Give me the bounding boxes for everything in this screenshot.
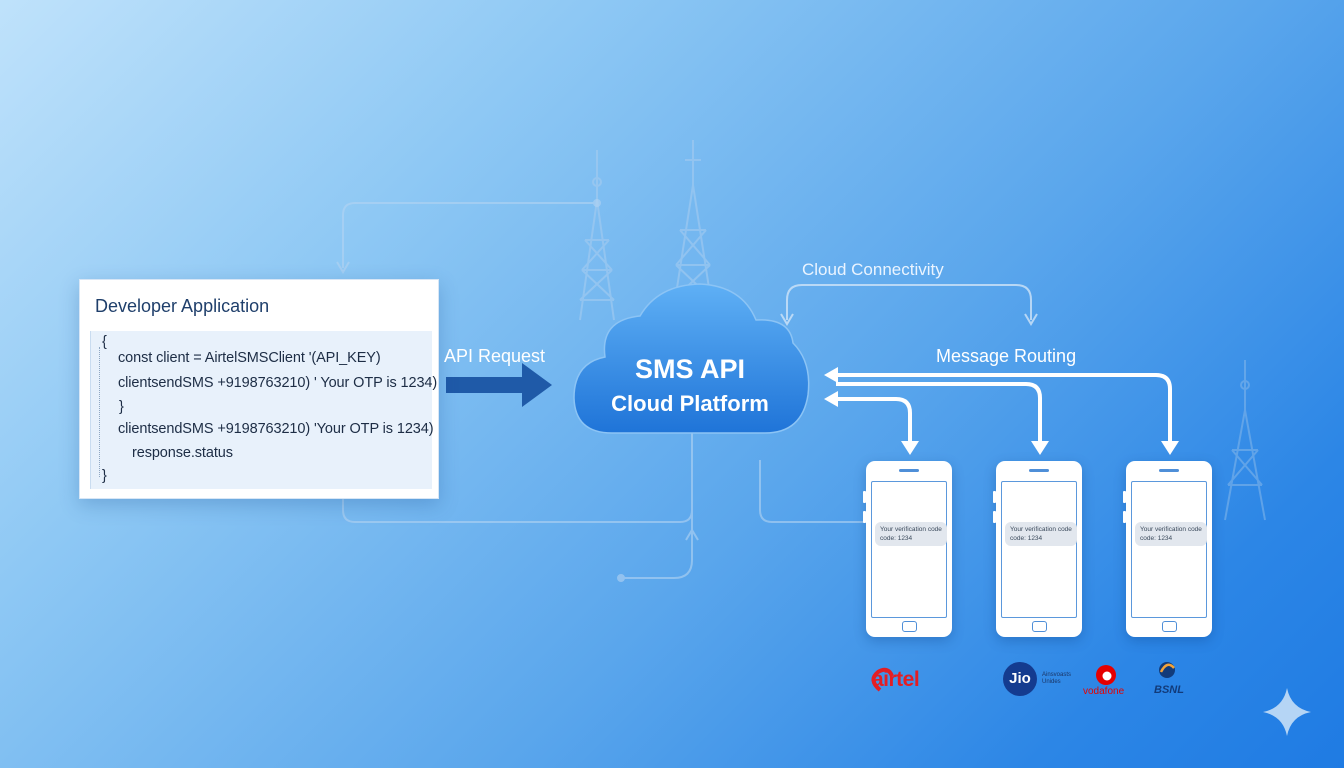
api-request-arrow bbox=[446, 363, 552, 407]
message-routing-arrows bbox=[836, 373, 1172, 442]
code-line: } bbox=[102, 468, 107, 484]
vodafone-logo bbox=[1096, 665, 1116, 685]
phone-screen: Your verification code code: 1234 bbox=[1131, 481, 1207, 618]
code-line: } bbox=[119, 399, 124, 415]
phone-home-button bbox=[1032, 621, 1047, 632]
phone-home-button bbox=[902, 621, 917, 632]
code-gutter bbox=[99, 347, 101, 477]
phone-screen: Your verification code code: 1234 bbox=[871, 481, 947, 618]
smartphone-icon: Your verification code code: 1234 bbox=[993, 461, 1082, 637]
vodafone-wordmark: vodafone bbox=[1083, 686, 1125, 697]
phone-speaker bbox=[1029, 469, 1049, 472]
developer-application-title: Developer Application bbox=[95, 296, 270, 316]
jio-tagline: Ainsvoasts Unides bbox=[1042, 672, 1072, 685]
cell-tower-icon bbox=[1224, 360, 1266, 521]
airtel-wordmark: airtel bbox=[872, 668, 920, 691]
cloud-connectivity-label: Cloud Connectivity bbox=[802, 260, 944, 279]
cloud-connectivity-arc bbox=[780, 284, 1038, 326]
smartphone-icon: Your verification code code: 1234 bbox=[863, 461, 952, 637]
code-block: { const client = AirtelSMSClient '(API_K… bbox=[90, 331, 437, 489]
sms-bubble: Your verification code code: 1234 bbox=[875, 522, 947, 546]
developer-application-card: Developer Application { const client = A… bbox=[79, 279, 439, 499]
airtel-logo bbox=[871, 667, 894, 692]
phone-side-button bbox=[863, 491, 866, 503]
cloud-title: SMS API bbox=[634, 354, 746, 384]
api-request-label: API Request bbox=[444, 346, 546, 366]
jio-logo: Jio bbox=[1003, 662, 1037, 696]
connector-lines bbox=[336, 199, 866, 582]
bsnl-logo bbox=[1159, 662, 1175, 678]
smartphone-icon: Your verification code code: 1234 bbox=[1123, 461, 1212, 637]
phone-side-button bbox=[993, 491, 996, 503]
phone-side-button bbox=[993, 511, 996, 523]
code-line: clientsendSMS +919876321​0) ' Your OTP i… bbox=[118, 375, 438, 391]
cell-tower-icon bbox=[579, 150, 615, 321]
bsnl-wordmark: BSNL bbox=[1154, 684, 1184, 696]
message-routing-label: Message Routing bbox=[936, 346, 1077, 366]
sms-bubble: Your verification code code: 1234 bbox=[1135, 522, 1207, 546]
code-line: response.status bbox=[132, 445, 233, 461]
code-line: clientsendSMS +9198763210) 'Your OTP is … bbox=[118, 421, 434, 437]
phone-speaker bbox=[899, 469, 919, 472]
code-line: const client = AirtelSMSClient '(API_KEY… bbox=[118, 350, 381, 366]
phone-speaker bbox=[1159, 469, 1179, 472]
phone-home-button bbox=[1162, 621, 1177, 632]
code-line: { bbox=[102, 334, 107, 350]
sparkle-icon bbox=[1263, 688, 1311, 736]
cloud-icon bbox=[573, 283, 810, 434]
phone-screen: Your verification code code: 1234 bbox=[1001, 481, 1077, 618]
phone-side-button bbox=[863, 511, 866, 523]
phone-side-button bbox=[1123, 511, 1126, 523]
routing-arrowheads bbox=[824, 367, 1179, 455]
cloud-subtitle: Cloud Platform bbox=[611, 391, 769, 416]
phone-side-button bbox=[1123, 491, 1126, 503]
sms-bubble: Your verification code code: 1234 bbox=[1005, 522, 1077, 546]
